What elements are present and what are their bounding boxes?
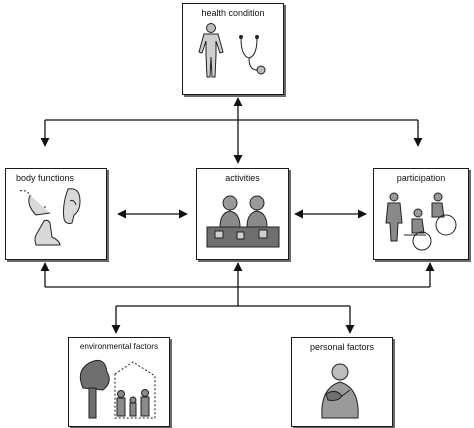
node-label: body functions: [16, 173, 75, 183]
node-participation: participation: [373, 168, 469, 260]
node-personal-factors: personal factors: [291, 337, 393, 427]
people-and-wheelchairs-icon: [385, 192, 457, 251]
node-label: health condition: [201, 8, 265, 18]
node-label: activities: [225, 173, 260, 183]
node-environmental-factors: environmental factors: [68, 337, 170, 427]
node-body-functions: body functions: [5, 168, 107, 260]
node-activities: activities: [196, 168, 289, 260]
person-pointing-self-icon: [321, 363, 359, 419]
person-and-stethoscope-icon: [198, 23, 266, 78]
node-label: personal factors: [309, 342, 375, 352]
node-health-condition: health condition: [182, 3, 284, 95]
children-at-table-icon: [206, 195, 280, 248]
tree-family-house-icon: [79, 359, 156, 419]
node-label: participation: [396, 173, 446, 183]
body-parts-icon: [19, 188, 81, 246]
node-label: environmental factors: [79, 342, 159, 351]
